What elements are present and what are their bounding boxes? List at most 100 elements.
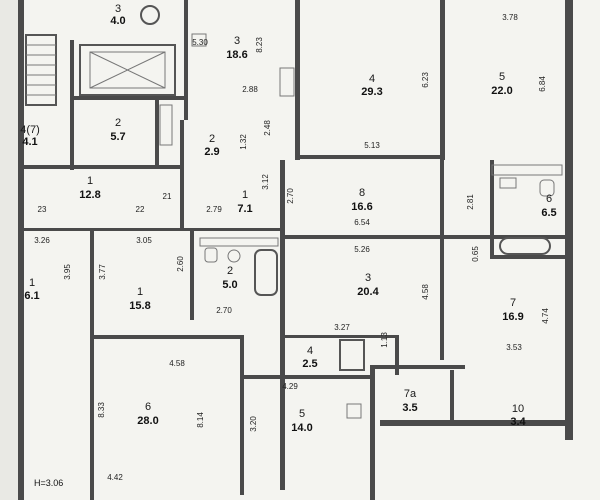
dimension-label: 4.58: [169, 359, 185, 368]
dimension-label: 21: [163, 192, 172, 201]
svg-text:2: 2: [227, 265, 233, 277]
dimension-label: 2.60: [176, 256, 185, 272]
room-3-mid: 320.4: [357, 272, 379, 298]
room-5-top-right: 522.0: [491, 71, 512, 97]
svg-text:7a: 7a: [404, 388, 417, 400]
room-6-bottom-left: 628.0: [137, 401, 158, 427]
svg-text:16.9: 16.9: [502, 311, 523, 323]
dimension-label: 5.30: [192, 38, 208, 47]
svg-text:1: 1: [29, 277, 35, 289]
room-labels: 34.0 318.6 429.3 522.0 25.7 22.9 4(7)4.1…: [20, 3, 556, 434]
room-4-small: 42.5: [302, 345, 317, 370]
dimension-label: 2.79: [206, 205, 222, 214]
svg-text:18.6: 18.6: [226, 49, 247, 61]
room-2-small: 22.9: [204, 133, 219, 158]
svg-text:10: 10: [512, 403, 524, 415]
dimension-label: 3.77: [98, 264, 107, 280]
dimension-label: 3.95: [63, 264, 72, 280]
svg-text:1: 1: [137, 286, 143, 298]
dimension-label: 2.70: [286, 188, 295, 204]
dimension-label: 1.32: [239, 134, 248, 150]
dimension-label: 1.13: [380, 332, 389, 348]
svg-text:5.7: 5.7: [110, 131, 125, 143]
svg-text:1: 1: [242, 189, 248, 201]
svg-text:2.9: 2.9: [204, 146, 219, 158]
room-2-bath: 25.0: [222, 265, 237, 291]
dimension-label: 8.23: [255, 37, 264, 53]
dimension-label: 5.13: [364, 141, 380, 150]
bathroom-fixtures: [140, 5, 563, 419]
svg-text:15.8: 15.8: [129, 300, 150, 312]
dimension-label: 23: [38, 205, 47, 214]
plan-left-margin: [0, 0, 18, 500]
dimension-label: 6.84: [538, 76, 547, 92]
room-7-right: 716.9: [502, 297, 523, 323]
svg-text:3: 3: [365, 272, 371, 284]
svg-text:6: 6: [145, 401, 151, 413]
dimension-label: 6.23: [421, 72, 430, 88]
dimension-label: 4.58: [421, 284, 430, 300]
svg-text:5.0: 5.0: [222, 279, 237, 291]
dimension-label: 2.70: [216, 306, 232, 315]
svg-text:16.6: 16.6: [351, 201, 372, 213]
dimension-label: 8.14: [196, 412, 205, 428]
dimension-label: 3.05: [136, 236, 152, 245]
svg-text:3.5: 3.5: [402, 402, 417, 414]
svg-text:2: 2: [209, 133, 215, 145]
dimension-label: 6.54: [354, 218, 370, 227]
dimension-label: 4.42: [107, 473, 123, 482]
svg-text:7.1: 7.1: [237, 203, 252, 215]
svg-text:22.0: 22.0: [491, 85, 512, 97]
dimension-label: 4.29: [282, 382, 298, 391]
dimension-label: 5.26: [354, 245, 370, 254]
svg-text:2.5: 2.5: [302, 358, 317, 370]
staircase: [25, 34, 57, 106]
svg-text:2: 2: [115, 117, 121, 129]
svg-text:4.1: 4.1: [22, 136, 37, 148]
dimension-label: 3.27: [334, 323, 350, 332]
dimension-label: 0.65: [471, 246, 480, 262]
dimension-label: 3.20: [249, 416, 258, 432]
svg-text:6.1: 6.1: [24, 290, 39, 302]
svg-text:29.3: 29.3: [361, 86, 382, 98]
room-1-lower-left: 115.8: [129, 286, 150, 312]
elevator-shaft: [79, 44, 176, 96]
outer-walls: [18, 0, 573, 500]
svg-text:6.5: 6.5: [541, 207, 556, 219]
room-4-7-left-edge: 4(7)4.1: [20, 124, 40, 148]
dimension-label: 2.88: [242, 85, 258, 94]
svg-text:4(7): 4(7): [20, 124, 40, 136]
dimension-label: 3.78: [502, 13, 518, 22]
dimension-label: 3.26: [34, 236, 50, 245]
svg-text:5: 5: [499, 71, 505, 83]
room-1-hall: 17.1: [237, 189, 252, 215]
svg-text:3.4: 3.4: [510, 416, 526, 428]
room-6-right: 66.5: [541, 193, 556, 219]
svg-text:1: 1: [87, 175, 93, 187]
room-1-far-left: 16.1: [24, 277, 39, 302]
ceiling-height-note: H=3.06: [34, 478, 63, 488]
dimension-label: 3.12: [261, 174, 270, 190]
room-2-left: 25.7: [110, 117, 125, 143]
svg-text:14.0: 14.0: [291, 422, 312, 434]
svg-text:3: 3: [115, 3, 121, 15]
svg-text:4.0: 4.0: [110, 15, 125, 27]
room-7a: 7a3.5: [402, 388, 417, 414]
svg-text:6: 6: [546, 193, 552, 205]
dimension-label: 8.33: [97, 402, 106, 418]
dimension-label: 2.48: [263, 120, 272, 136]
dimension-label: 22: [136, 205, 145, 214]
interior-walls: [24, 0, 565, 500]
svg-text:20.4: 20.4: [357, 286, 379, 298]
room-1-left: 112.8: [79, 175, 100, 201]
room-4-top: 429.3: [361, 73, 382, 98]
room-8-center: 816.6: [351, 187, 372, 213]
svg-text:8: 8: [359, 187, 365, 199]
room-3-center: 318.6: [226, 35, 247, 61]
dimension-label: 2.81: [466, 194, 475, 210]
svg-text:12.8: 12.8: [79, 189, 100, 201]
dimension-label: 4.74: [541, 308, 550, 324]
dimension-label: 3.53: [506, 343, 522, 352]
svg-text:4: 4: [307, 345, 313, 357]
